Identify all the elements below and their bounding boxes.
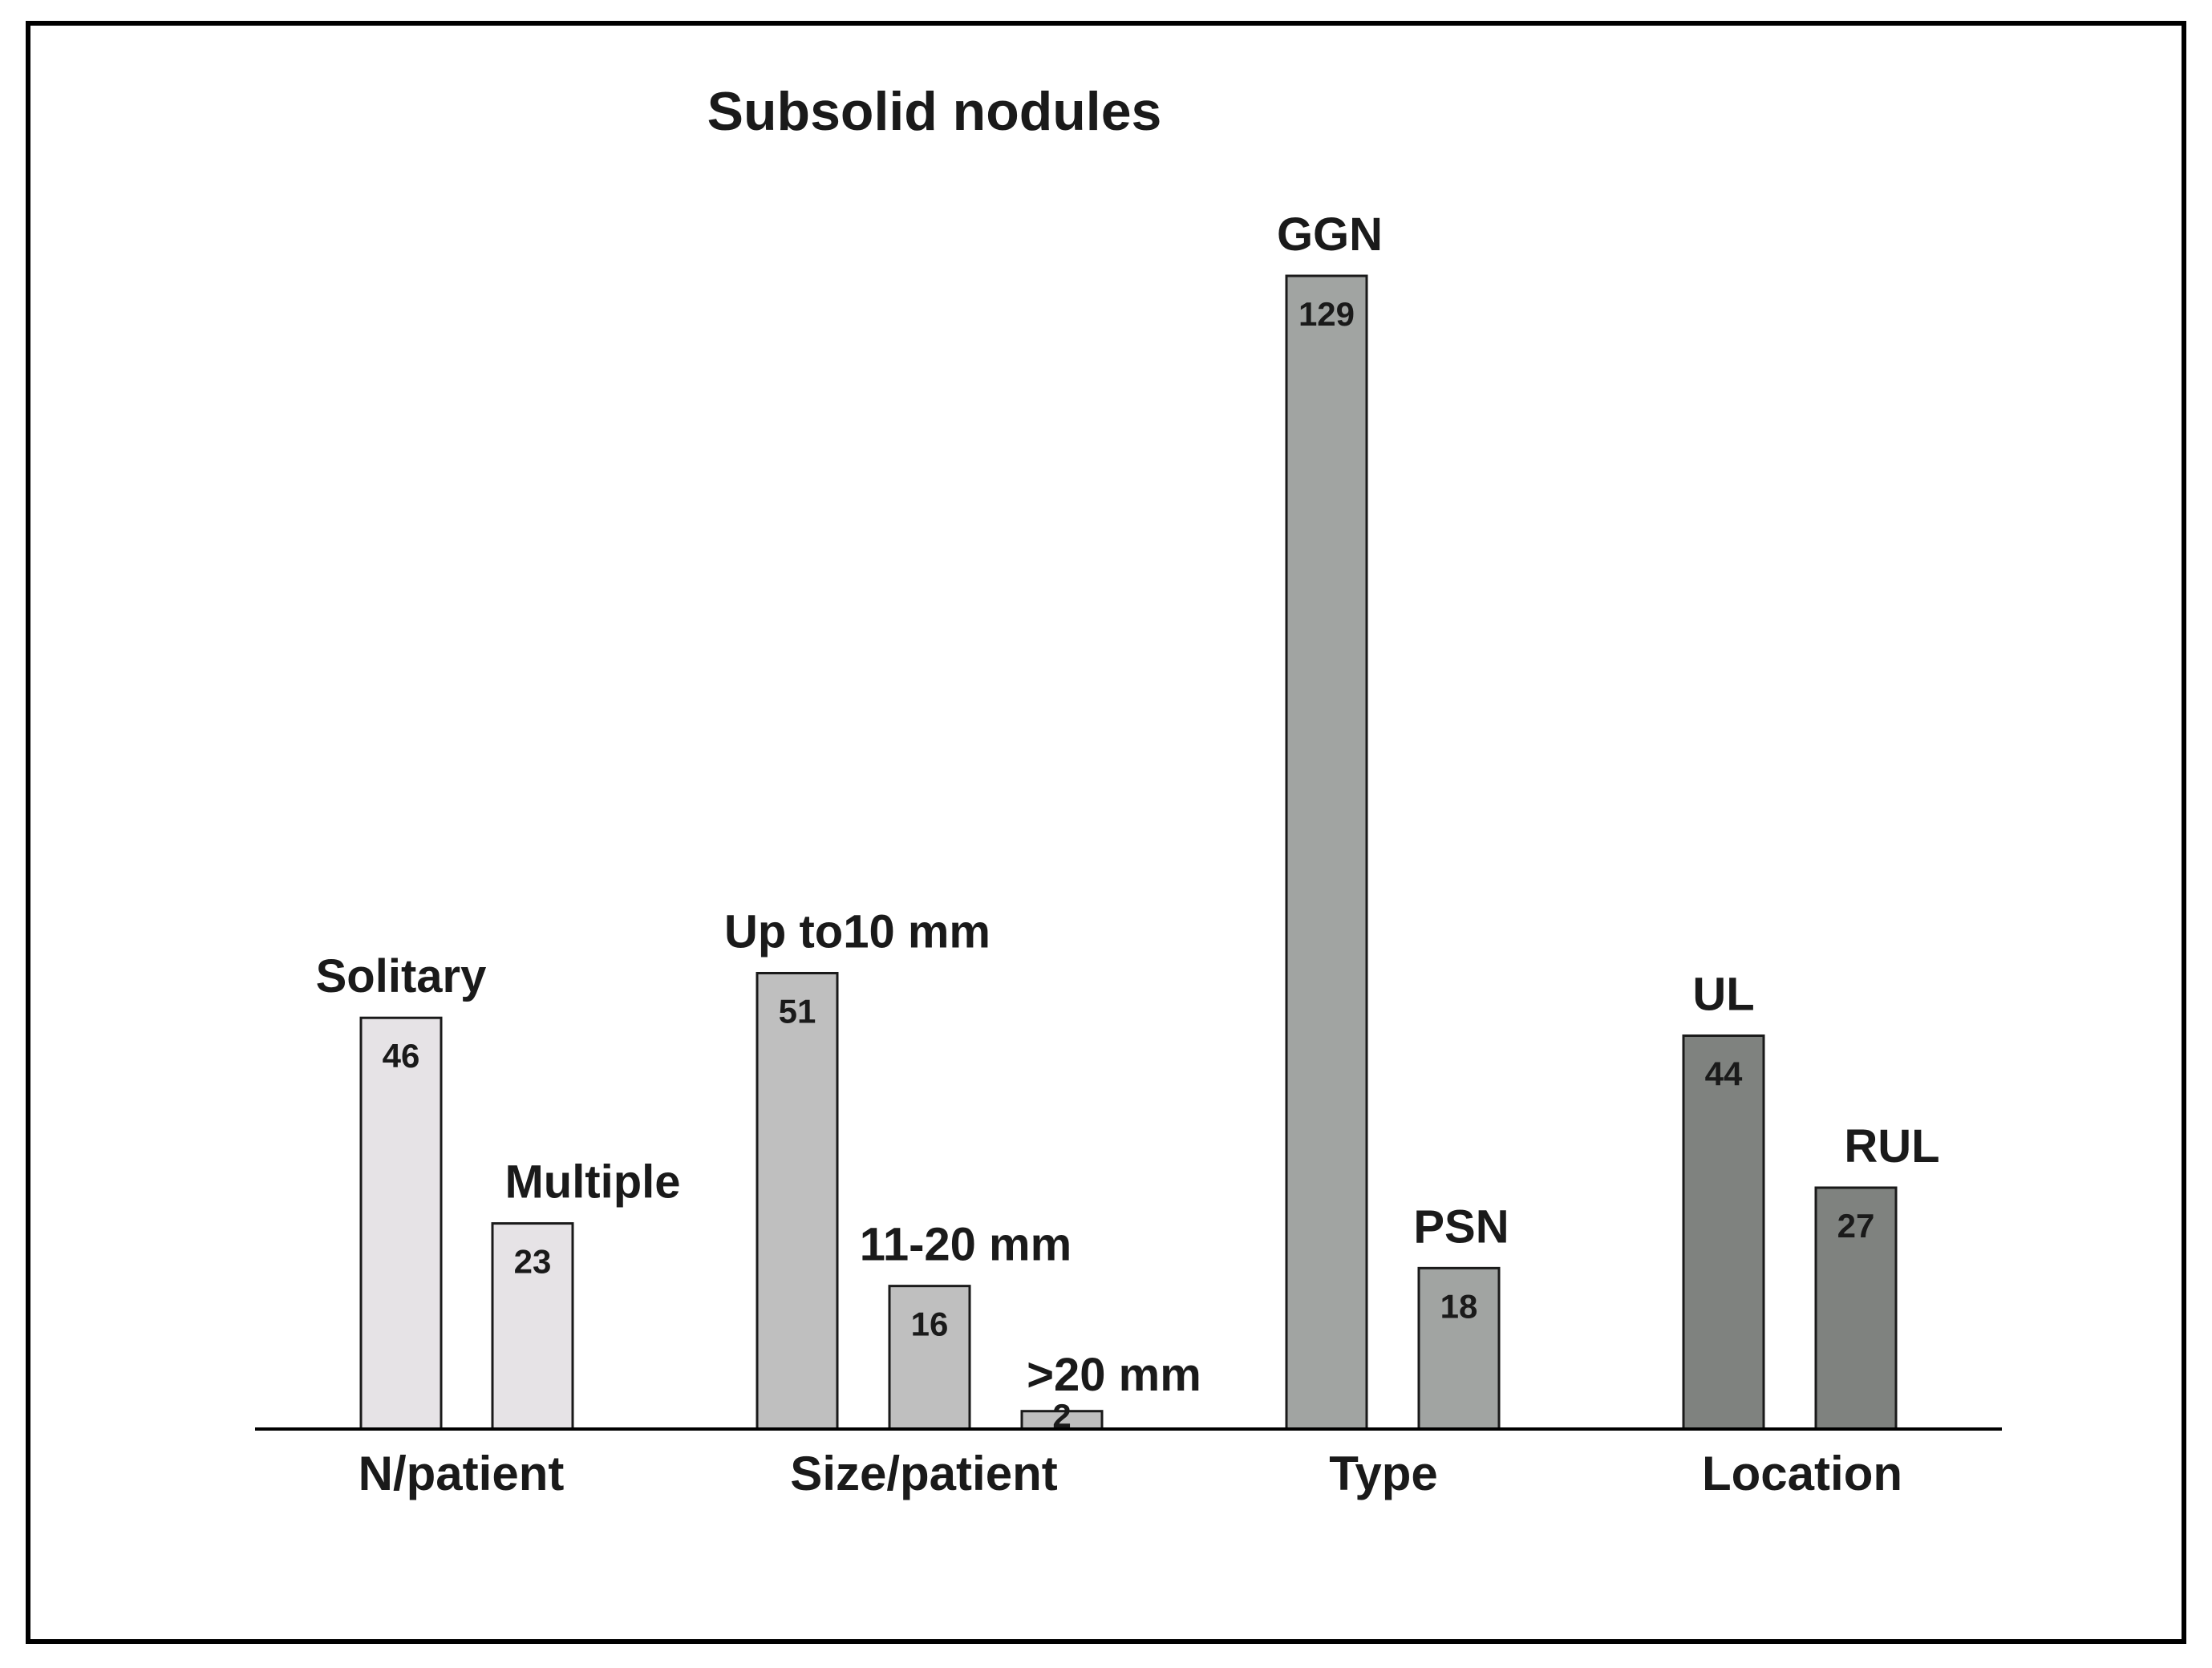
bar-label-up-to10-mm: Up to10 mm <box>724 905 991 957</box>
value-label-ggn: 129 <box>1298 295 1355 333</box>
value-label-ul: 44 <box>1705 1055 1743 1093</box>
value-label-psn: 18 <box>1440 1287 1478 1325</box>
bar-label-multiple: Multiple <box>504 1156 680 1208</box>
group-label-n-patient: N/patient <box>359 1447 565 1500</box>
bar-label-20-mm: >20 mm <box>1027 1349 1201 1401</box>
value-label-solitary: 46 <box>383 1037 420 1075</box>
bar-label-psn: PSN <box>1413 1200 1509 1253</box>
bar-label-ggn: GGN <box>1277 208 1383 261</box>
value-label-11-20-mm: 16 <box>911 1306 949 1343</box>
value-label-up-to10-mm: 51 <box>779 992 816 1030</box>
bar-ggn <box>1285 274 1368 1431</box>
bar-up-to10-mm <box>756 971 839 1431</box>
bar-solitary <box>359 1016 443 1431</box>
bar-label-11-20-mm: 11-20 mm <box>860 1219 1072 1271</box>
group-label-size-patient: Size/patient <box>790 1447 1057 1500</box>
value-label-rul: 27 <box>1837 1207 1875 1245</box>
value-label-multiple: 23 <box>514 1243 552 1281</box>
bar-label-rul: RUL <box>1844 1120 1939 1172</box>
group-label-location: Location <box>1702 1447 1902 1500</box>
chart-title: Subsolid nodules <box>707 81 1162 142</box>
bar-label-ul: UL <box>1692 969 1754 1021</box>
value-label-20-mm: 2 <box>1052 1397 1071 1435</box>
bar-label-solitary: Solitary <box>316 950 487 1002</box>
bar-multiple <box>491 1222 574 1431</box>
bar-ul <box>1682 1034 1765 1431</box>
group-label-type: Type <box>1329 1447 1438 1500</box>
